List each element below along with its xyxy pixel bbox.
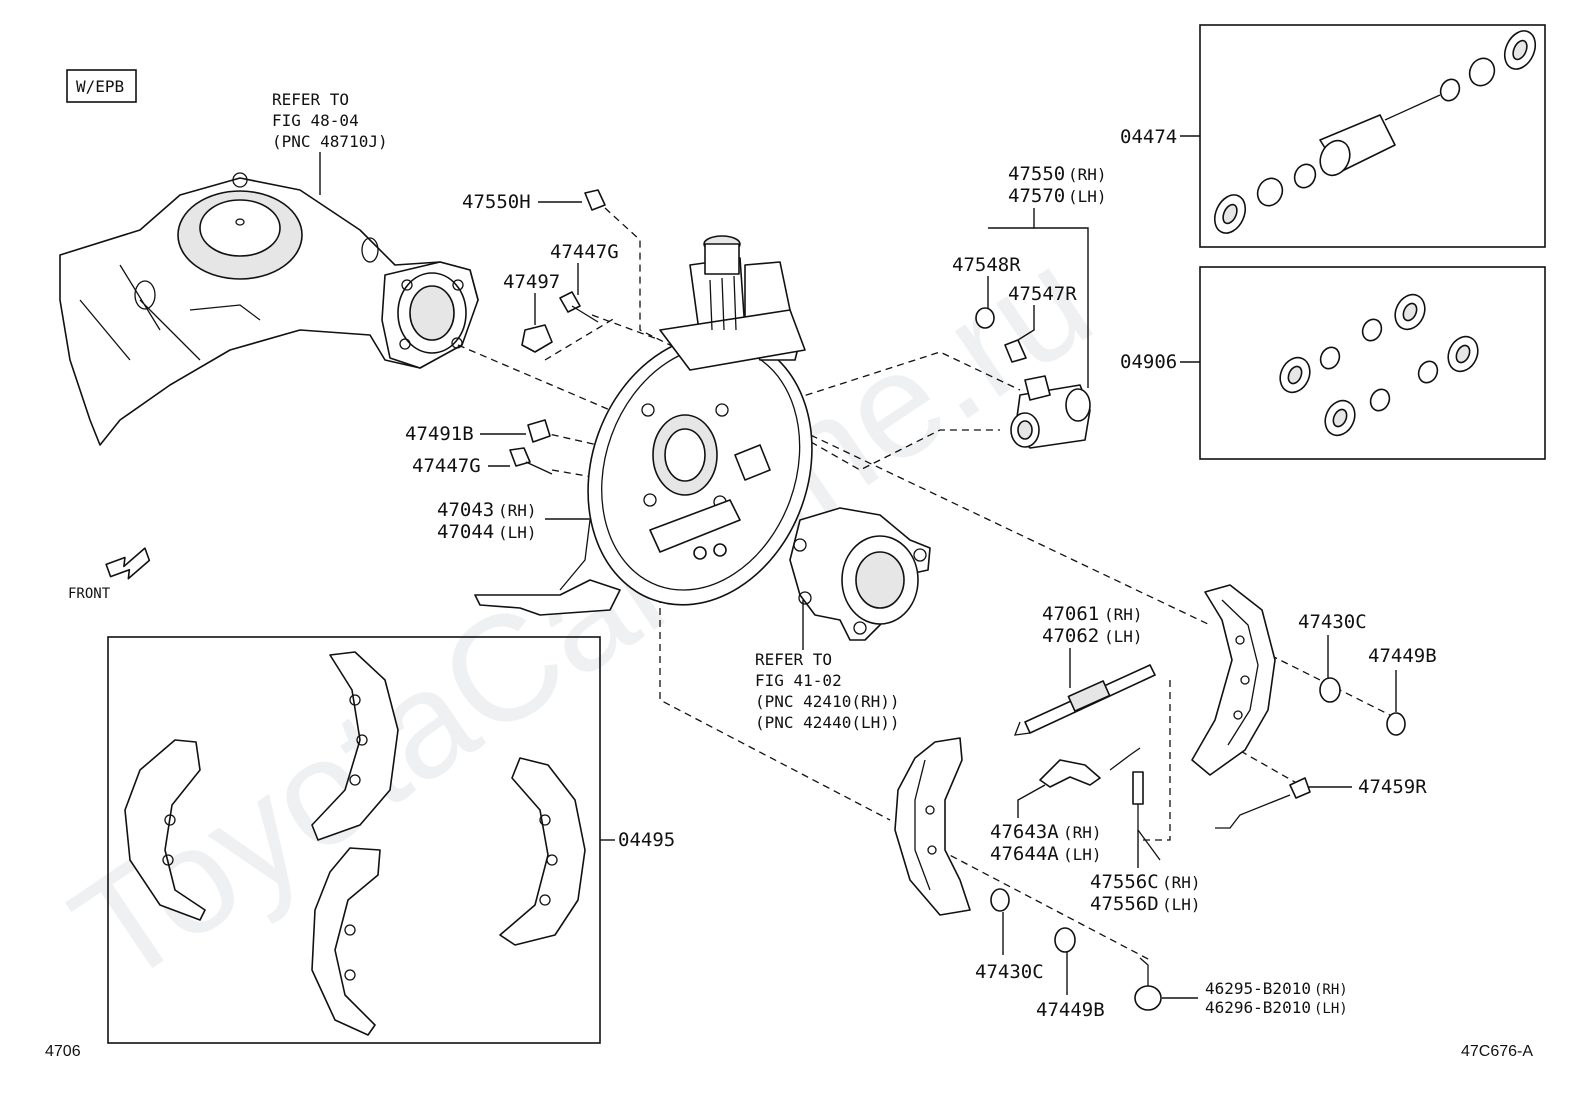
part-label-47570: 47570 <box>1008 185 1065 207</box>
refer-axle-line-1: REFER TO <box>272 90 349 109</box>
refer-axle-line-2: FIG 48-04 <box>272 111 359 130</box>
refer-hub-line-1: REFER TO <box>755 650 832 669</box>
wheel-cylinder <box>975 307 1091 449</box>
part-label-46295: 46295-B2010 <box>1205 979 1311 998</box>
page-code-right: 47C676-A <box>1461 1043 1533 1060</box>
front-arrow: FRONT <box>68 547 151 602</box>
side-rh-47550: (RH) <box>1068 165 1107 184</box>
axle-refer-text: REFER TO FIG 48-04 (PNC 48710J) <box>272 90 388 195</box>
label-47449B-bottom: 47449B <box>1036 927 1105 1021</box>
kit-box-04474 <box>1199 24 1546 248</box>
side-rh-47043: (RH) <box>498 501 537 520</box>
epb-actuator <box>659 235 806 371</box>
label-47547R: 47547R <box>1008 283 1077 341</box>
label-47449B-right: 47449B <box>1368 645 1437 736</box>
side-lh-47556D: (LH) <box>1162 895 1201 914</box>
label-47643A-47644A: 47643A (RH) 47644A (LH) <box>990 784 1102 865</box>
brake-shoe-right <box>1191 584 1276 776</box>
label-47061-47062: 47061 (RH) 47062 (LH) <box>1042 603 1143 688</box>
fasteners <box>509 189 606 475</box>
kit-box-04495 <box>107 636 601 1044</box>
label-47550H: 47550H <box>462 191 582 213</box>
side-lh-47570: (LH) <box>1068 187 1107 206</box>
rear-axle-beam <box>59 172 479 446</box>
label-04906: 04906 <box>1120 351 1200 373</box>
part-label-47497: 47497 <box>503 271 560 293</box>
part-label-04906: 04906 <box>1120 351 1177 373</box>
part-label-47491B: 47491B <box>405 423 474 445</box>
epb-badge-text: W/EPB <box>76 77 124 96</box>
label-46295-46296: 46295-B2010 (RH) 46296-B2010 (LH) <box>1134 957 1348 1017</box>
label-04474: 04474 <box>1120 126 1200 148</box>
part-label-47062: 47062 <box>1042 625 1099 647</box>
side-lh-47044: (LH) <box>498 523 537 542</box>
label-47497: 47497 <box>503 271 560 325</box>
part-label-04495: 04495 <box>618 829 675 851</box>
part-label-47643A: 47643A <box>990 821 1059 843</box>
epb-badge: W/EPB <box>66 69 137 103</box>
refer-hub-line-2: FIG 41-02 <box>755 671 842 690</box>
refer-hub-line-3: (PNC 42410(RH)) <box>755 692 900 711</box>
part-label-47430C-bottom: 47430C <box>975 961 1044 983</box>
part-label-47548R: 47548R <box>952 254 1021 276</box>
refer-axle-line-3: (PNC 48710J) <box>272 132 388 151</box>
part-label-47061: 47061 <box>1042 603 1099 625</box>
front-label: FRONT <box>68 586 111 602</box>
part-label-47449B-right: 47449B <box>1368 645 1437 667</box>
part-label-47449B-bottom: 47449B <box>1036 999 1105 1021</box>
side-rh-47556C: (RH) <box>1162 873 1201 892</box>
label-47447G-mid: 47447G <box>412 455 510 477</box>
label-47447G-top: 47447G <box>550 241 619 295</box>
part-label-47447G-top: 47447G <box>550 241 619 263</box>
label-47556C-47556D: 47556C (RH) 47556D (LH) <box>1090 771 1201 915</box>
part-label-47044: 47044 <box>437 521 494 543</box>
parking-lever <box>1039 747 1141 788</box>
part-label-47430C-right: 47430C <box>1298 611 1367 633</box>
part-label-47459R: 47459R <box>1358 776 1427 798</box>
hub-refer-text: REFER TO FIG 41-02 (PNC 42410(RH)) (PNC … <box>755 650 900 732</box>
part-label-46296: 46296-B2010 <box>1205 998 1311 1017</box>
part-label-47556C: 47556C <box>1090 871 1159 893</box>
label-47550-47570: 47550 (RH) 47570 (LH) <box>988 163 1107 388</box>
label-47043-47044: 47043 (RH) 47044 (LH) <box>437 499 590 543</box>
side-rh-47643A: (RH) <box>1063 823 1102 842</box>
part-label-47447G-mid: 47447G <box>412 455 481 477</box>
part-label-47043: 47043 <box>437 499 494 521</box>
backing-plate <box>474 334 813 616</box>
label-47430C-right: 47430C <box>1298 611 1367 703</box>
label-47459R: 47459R <box>1215 776 1427 829</box>
label-47430C-bottom: 47430C <box>975 888 1044 983</box>
part-label-47550H: 47550H <box>462 191 531 213</box>
side-rh-46295: (RH) <box>1314 982 1348 998</box>
kit-box-04906 <box>1199 266 1546 460</box>
adjuster-assembly <box>1014 664 1156 736</box>
page-code-left: 4706 <box>45 1043 81 1060</box>
part-label-47556D: 47556D <box>1090 893 1159 915</box>
side-lh-47644A: (LH) <box>1063 845 1102 864</box>
label-47548R: 47548R <box>952 254 1021 308</box>
label-04495: 04495 <box>600 829 675 851</box>
refer-hub-line-4: (PNC 42440(LH)) <box>755 713 900 732</box>
side-lh-47062: (LH) <box>1104 627 1143 646</box>
part-label-47644A: 47644A <box>990 843 1059 865</box>
side-lh-46296: (LH) <box>1314 1001 1348 1017</box>
side-rh-47061: (RH) <box>1104 605 1143 624</box>
rear-axle-hub <box>789 507 931 650</box>
brake-shoe-left <box>894 737 971 916</box>
part-label-47547R: 47547R <box>1008 283 1077 305</box>
part-label-04474: 04474 <box>1120 126 1177 148</box>
label-47491B: 47491B <box>405 423 526 445</box>
part-label-47550: 47550 <box>1008 163 1065 185</box>
